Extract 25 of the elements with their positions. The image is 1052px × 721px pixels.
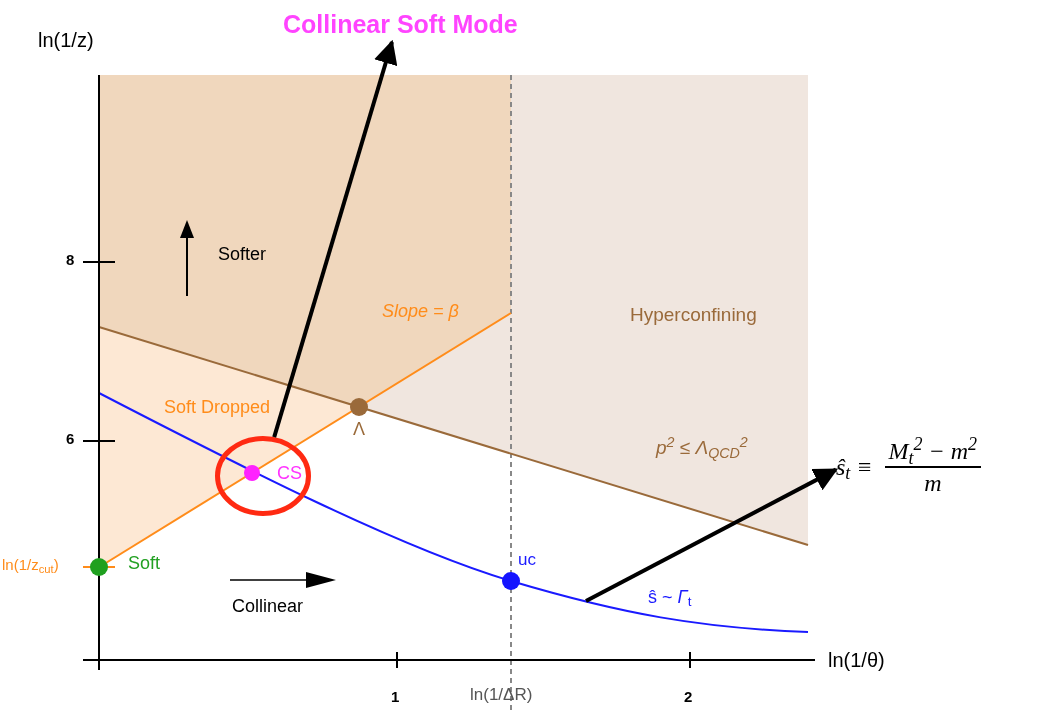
direction-label: Softer [218, 243, 267, 266]
highlight-ellipse [215, 436, 311, 516]
arrow [272, 39, 398, 438]
formula-text: ŝ$_{t}$ ≡ [836, 452, 873, 485]
point-label: Soft [128, 552, 161, 575]
tick-label: 8 [66, 251, 75, 270]
region-label: Soft Dropped [164, 396, 271, 419]
formula-text: M$_{t}$$^{2}$ − m$^{2}$ [887, 436, 979, 466]
point-label: CS [277, 462, 302, 485]
point-label: ln(1/z$_{cut}$) [2, 556, 59, 575]
arrow [585, 467, 839, 603]
tick-label: 2 [684, 688, 693, 707]
direction-label: Collinear [232, 595, 304, 618]
formula-text: m [924, 468, 942, 498]
point-label: uc [518, 549, 536, 571]
tick-label: ln(1/ΔR) [470, 684, 533, 706]
line-label: Slope = β [382, 300, 459, 323]
curve-label: ŝ ~ Γ$_{t}$ [648, 586, 692, 609]
axis-label: ln(1/z) [38, 28, 94, 53]
axis-label: ln(1/θ) [828, 648, 885, 673]
tick-label: 6 [66, 430, 75, 449]
tick-label: 1 [391, 688, 400, 707]
title-text: Collinear Soft Mode [283, 6, 518, 44]
region-label: Hyperconfining [630, 303, 757, 327]
point-label: Λ [353, 418, 366, 441]
